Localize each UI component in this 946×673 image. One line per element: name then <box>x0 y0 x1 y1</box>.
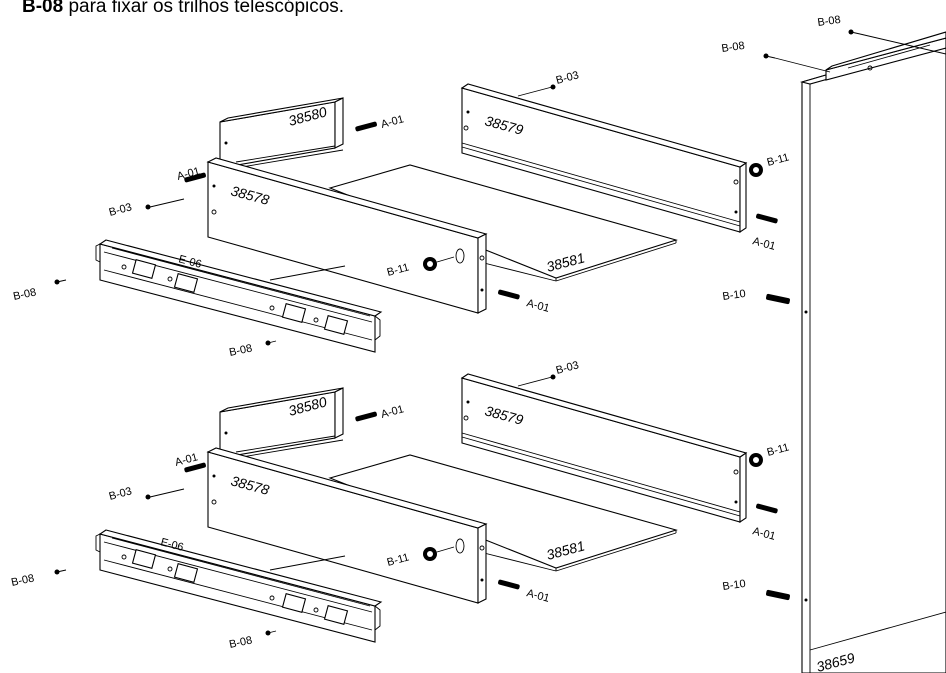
label-b10-lower: B-10 <box>722 578 747 593</box>
label-b03-lower-top: B-03 <box>555 359 581 377</box>
label-a01-lower-front: A-01 <box>525 587 551 605</box>
label-b03-upper-top: B-03 <box>555 69 581 87</box>
label-a01-lower-right: A-01 <box>751 525 777 543</box>
label-b03-lower-left: B-03 <box>108 485 134 503</box>
label-a01-upper-back: A-01 <box>380 113 406 131</box>
label-a01-lower-left: A-01 <box>174 451 200 469</box>
label-b08-upper-left: B-08 <box>12 286 37 303</box>
label-b08-rail: B-08 <box>721 40 746 55</box>
cabinet-rail <box>825 31 946 81</box>
label-a01-upper-left: A-01 <box>176 165 202 183</box>
label-b11-lower-right: B-11 <box>766 442 791 459</box>
label-b08-lower-left: B-08 <box>10 572 35 589</box>
label-a01-upper-right: A-01 <box>751 235 777 253</box>
label-b11-upper-front: B-11 <box>386 262 411 279</box>
label-b11-upper-right: B-11 <box>766 152 791 169</box>
label-e06-upper: E-06 <box>177 253 203 271</box>
label-b08-lower-bottom: B-08 <box>228 634 253 651</box>
upper-drawer <box>53 83 779 353</box>
lower-drawer <box>53 373 779 643</box>
label-a01-lower-back: A-01 <box>380 403 406 421</box>
label-e06-lower: E-06 <box>159 536 185 554</box>
cabinet-side-panel-38659 <box>799 39 946 673</box>
caption-part-code: B-08 <box>22 0 64 17</box>
label-b11-lower-front: B-11 <box>386 552 411 569</box>
instruction-caption: B-08 para fixar os trilhos telescópicos. <box>22 0 344 18</box>
label-b08-top: B-08 <box>817 14 842 29</box>
caption-text: para fixar os trilhos telescópicos. <box>63 0 345 17</box>
label-b03-upper-left: B-03 <box>108 201 134 219</box>
label-a01-upper-front: A-01 <box>525 297 551 315</box>
label-b10-upper: B-10 <box>722 288 747 303</box>
label-b08-upper-bottom: B-08 <box>228 342 253 359</box>
